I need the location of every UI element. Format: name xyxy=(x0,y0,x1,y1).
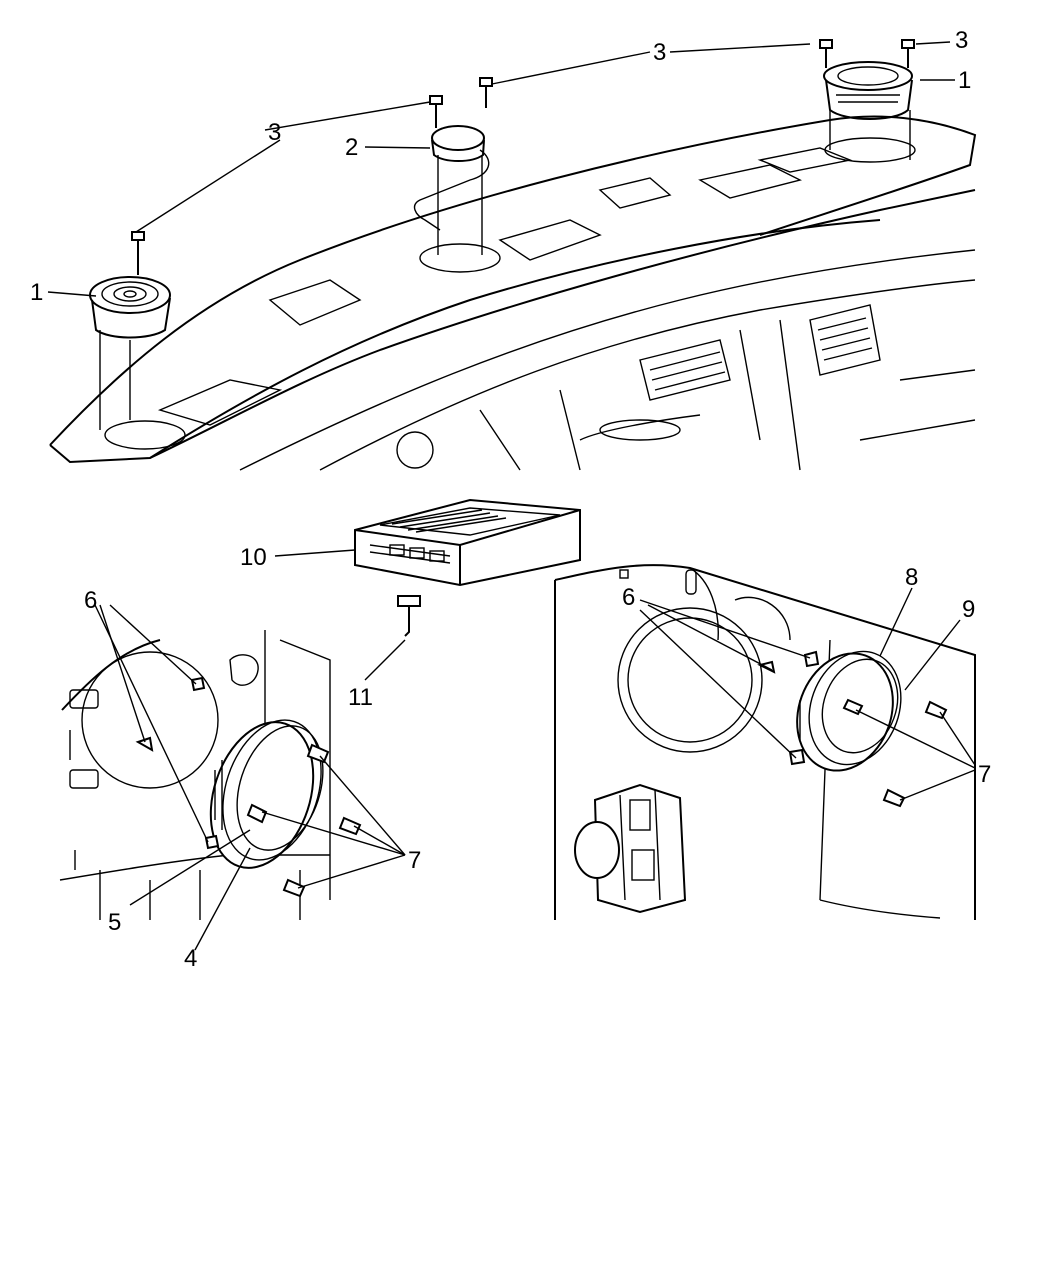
callout-7-left: 7 xyxy=(408,847,421,874)
front-door-screws xyxy=(246,743,362,898)
callout-4: 4 xyxy=(184,945,197,972)
callout-3-left: 3 xyxy=(268,119,281,146)
rear-door-lock-mechanism xyxy=(574,783,687,914)
callout-11: 11 xyxy=(348,684,373,711)
callout-1-left: 1 xyxy=(30,279,43,306)
right-dash-speaker xyxy=(823,61,916,163)
screw-left-speaker xyxy=(131,231,145,275)
front-door-view xyxy=(59,630,362,920)
callout-6-left: 6 xyxy=(84,587,97,614)
center-dash-speaker xyxy=(413,125,501,273)
callout-3-center: 3 xyxy=(653,39,666,66)
callout-6-right: 6 xyxy=(622,584,635,611)
callout-10: 10 xyxy=(240,544,267,571)
callout-2: 2 xyxy=(345,134,358,161)
rear-door-screws xyxy=(842,698,948,808)
leader-lines xyxy=(47,41,976,951)
screw-center-a xyxy=(429,95,443,128)
screw-center-b xyxy=(479,77,493,108)
screw-right-b xyxy=(901,39,915,68)
callout-7-right: 7 xyxy=(978,761,991,788)
instrument-panel-top-view xyxy=(49,39,977,471)
callout-1-right: 1 xyxy=(958,67,971,94)
front-door-speaker xyxy=(209,719,324,869)
screw-right-a xyxy=(819,39,833,68)
amplifier-bolt xyxy=(397,595,421,637)
front-door-clips xyxy=(135,676,220,850)
left-dash-speaker xyxy=(89,276,186,450)
rear-door-speaker xyxy=(796,650,902,772)
rear-door-view xyxy=(554,564,976,920)
amplifier-module xyxy=(354,498,581,587)
callout-8: 8 xyxy=(905,564,918,591)
callout-3-right: 3 xyxy=(955,27,968,54)
callout-9: 9 xyxy=(962,596,975,623)
callout-5: 5 xyxy=(108,909,121,936)
